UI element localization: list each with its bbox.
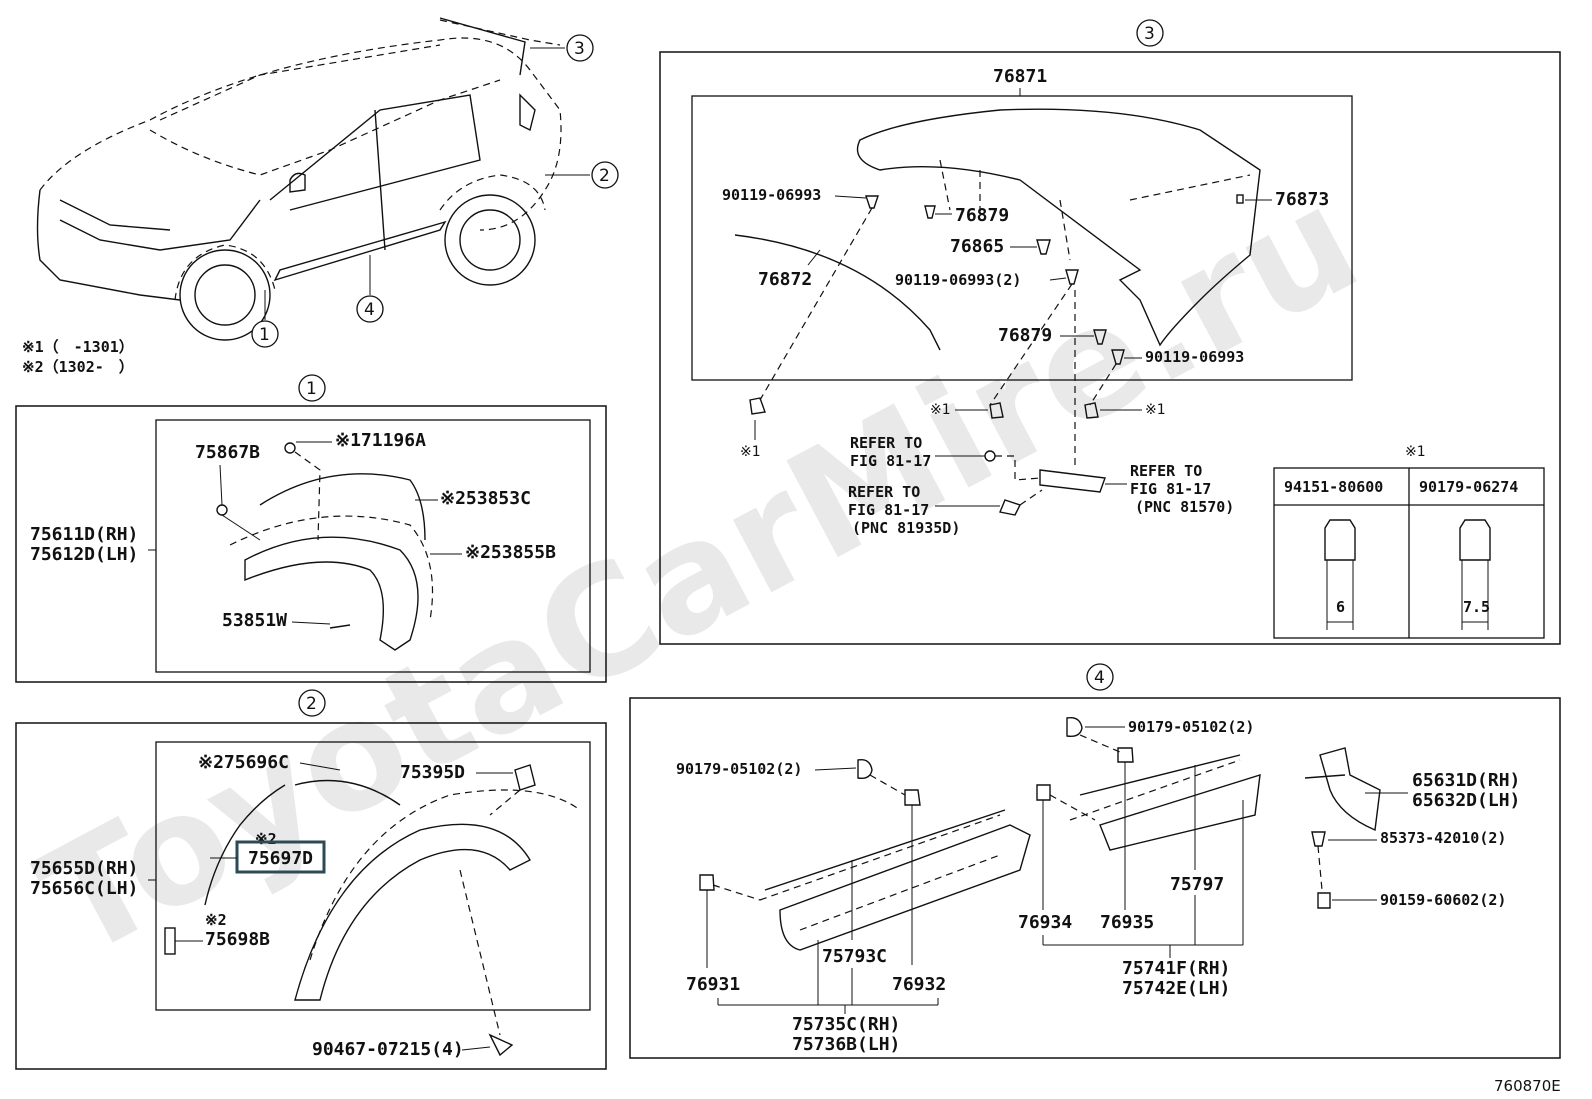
part-53855B: ※253855B <box>465 542 556 563</box>
section-3-title: 3 <box>1144 24 1155 44</box>
note-2: ※2（1302- ） <box>22 358 134 376</box>
mark-1-b: ※1 <box>930 402 951 418</box>
part-76935: 76935 <box>1100 912 1154 933</box>
callout-circles: 1 2 3 4 <box>251 34 619 348</box>
part-65631D: 65631D(RH) <box>1412 770 1520 791</box>
table-dim2: 7.5 <box>1463 598 1490 616</box>
highlight-75697D <box>235 840 326 874</box>
part-76879-a: 76879 <box>955 205 1009 226</box>
part-75656C: 75656C(LH) <box>30 878 138 899</box>
car-overview <box>36 17 562 341</box>
refer-3-line3: (PNC 81570) <box>1135 498 1234 516</box>
section-4-title: 4 <box>1094 668 1105 688</box>
svg-text:2: 2 <box>599 166 610 186</box>
part-75736B: 75736B(LH) <box>792 1034 900 1055</box>
section-1-title: 1 <box>306 379 317 399</box>
section-2: 2 ※275696C 75395D ※2 75697D 75655D(RH) 7… <box>15 689 607 1070</box>
part-75698B: 75698B <box>205 929 270 950</box>
part-90179-a: 90179-05102(2) <box>676 760 802 778</box>
refer-3-line2: FIG 81-17 <box>1130 480 1211 498</box>
svg-text:4: 4 <box>364 300 375 320</box>
part-75793C: 75793C <box>822 946 887 967</box>
part-75735C: 75735C(RH) <box>792 1014 900 1035</box>
part-53851W: 53851W <box>222 610 287 631</box>
part-90119-c: 90119-06993 <box>1145 348 1244 366</box>
part-65632D: 65632D(LH) <box>1412 790 1520 811</box>
part-75655D: 75655D(RH) <box>30 858 138 879</box>
refer-2-line3: (PNC 81935D) <box>852 519 960 537</box>
refer-1-line1: REFER TO <box>850 434 922 452</box>
table-dim1: 6 <box>1336 598 1345 616</box>
refer-2-line2: FIG 81-17 <box>848 501 929 519</box>
table-col2: 90179-06274 <box>1419 478 1518 496</box>
table-col1: 94151-80600 <box>1284 478 1383 496</box>
mark-1-c: ※1 <box>1145 402 1166 418</box>
section-3: 3 76871 90119-06993 76879 76873 76865 76… <box>659 19 1561 645</box>
part-71196A: ※171196A <box>335 430 426 451</box>
section-4: 4 90179-05102(2) 90179-05102(2) 65631D(R… <box>629 663 1561 1059</box>
part-90467: 90467-07215(4) <box>312 1039 464 1060</box>
part-76873: 76873 <box>1275 189 1329 210</box>
part-75395D: 75395D <box>400 762 465 783</box>
refer-1-line2: FIG 81-17 <box>850 452 931 470</box>
note-1: ※1（ -1301） <box>22 338 134 356</box>
section-1: 1 75867B ※171196A ※253853C ※253855B 5385… <box>15 374 607 683</box>
part-76879-b: 76879 <box>998 325 1052 346</box>
part-75611D: 75611D(RH) <box>30 524 138 545</box>
part-75742E: 75742E(LH) <box>1122 978 1230 999</box>
part-90119-a: 90119-06993 <box>722 186 821 204</box>
part-76872: 76872 <box>758 269 812 290</box>
svg-text:1: 1 <box>259 325 270 345</box>
part-75867B: 75867B <box>195 442 260 463</box>
note-mark-2: ※2 <box>255 830 277 848</box>
part-76871: 76871 <box>993 66 1047 87</box>
refer-2-line1: REFER TO <box>848 483 920 501</box>
refer-3-line1: REFER TO <box>1130 462 1202 480</box>
part-75697D: 75697D <box>248 848 313 869</box>
part-76934: 76934 <box>1018 912 1072 933</box>
mark-1-a: ※1 <box>740 444 761 460</box>
part-90159: 90159-60602(2) <box>1380 891 1506 909</box>
part-53853C: ※253853C <box>440 488 531 509</box>
note-mark-2b: ※2 <box>205 911 227 929</box>
part-90179-b: 90179-05102(2) <box>1128 718 1254 736</box>
part-75696C: ※275696C <box>198 752 289 773</box>
part-76865: 76865 <box>950 236 1004 257</box>
watermark: ToyotaCarMire.ru <box>15 153 1385 991</box>
table-mark: ※1 <box>1405 444 1426 460</box>
svg-text:3: 3 <box>574 39 585 59</box>
part-75797: 75797 <box>1170 874 1224 895</box>
part-90119-b: 90119-06993(2) <box>895 271 1021 289</box>
section-2-title: 2 <box>306 694 317 714</box>
part-75741F: 75741F(RH) <box>1122 958 1230 979</box>
part-75612D: 75612D(LH) <box>30 544 138 565</box>
part-76931: 76931 <box>686 974 740 995</box>
part-85373: 85373-42010(2) <box>1380 829 1506 847</box>
part-76932: 76932 <box>892 974 946 995</box>
figure-code: 760870E <box>1494 1077 1561 1095</box>
